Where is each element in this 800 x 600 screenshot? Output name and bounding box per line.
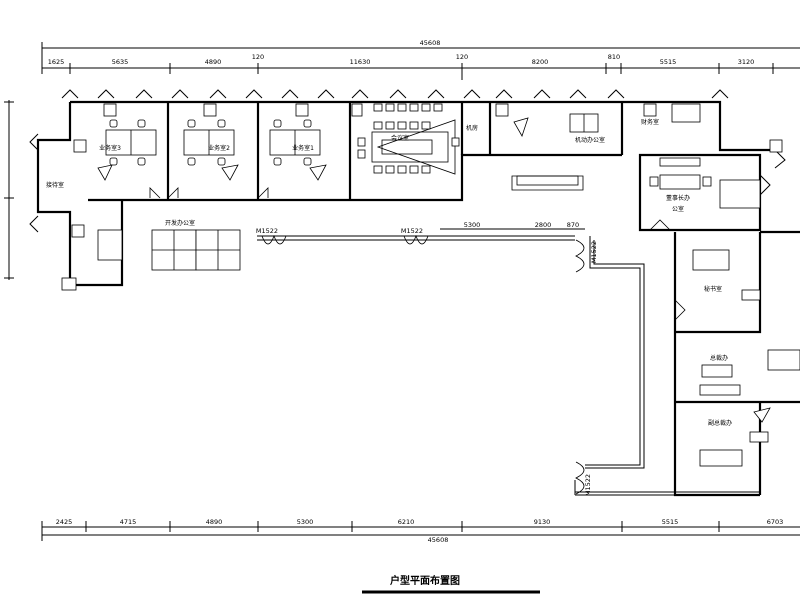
- room-label-meeting: 会议室: [391, 134, 409, 142]
- inner-dimension: 5300 2800 870: [440, 221, 585, 230]
- dim: 8200: [532, 58, 549, 66]
- dim: 9130: [534, 518, 551, 526]
- dim: 4890: [205, 58, 222, 66]
- window-bays: [29, 89, 786, 233]
- dim: 5635: [112, 58, 129, 66]
- columns: [61, 103, 783, 443]
- room-label-president: 总裁办: [710, 354, 728, 362]
- dim: 120: [252, 53, 264, 61]
- overall-dimension-bottom: 45608: [428, 536, 449, 544]
- dim: 5300: [464, 221, 481, 229]
- dim: 1625: [48, 58, 65, 66]
- dim: 3120: [738, 58, 755, 66]
- doors: [149, 187, 686, 495]
- dim: 11630: [350, 58, 371, 66]
- room-label-flex-office: 机动办公室: [575, 136, 605, 144]
- bottom-dimension-chain: 2425 4715 4890 5300 6210 9130 5515 6703 …: [41, 518, 800, 544]
- door-label: M1522: [584, 474, 592, 496]
- room-label-reception: 接待室: [46, 181, 64, 189]
- dim: 6210: [398, 518, 415, 526]
- room-label-chairman-2: 公室: [672, 205, 684, 213]
- room-label-business-3: 业务室3: [99, 144, 121, 152]
- room-label-dev-office: 开发办公室: [165, 219, 195, 227]
- dim: 810: [608, 53, 620, 61]
- room-label-business-1: 业务室1: [292, 144, 314, 152]
- walls: [36, 100, 800, 497]
- room-label-vice-president: 副总裁办: [708, 419, 732, 427]
- dim: 2800: [535, 221, 552, 229]
- dim: 870: [567, 221, 579, 229]
- dim: 4890: [206, 518, 223, 526]
- left-dimension-chain: [4, 100, 14, 280]
- dim: 5515: [662, 518, 679, 526]
- door-label: M1522: [256, 227, 278, 235]
- dim: 2425: [56, 518, 73, 526]
- furniture: [97, 103, 800, 467]
- room-label-secretary: 秘书室: [704, 285, 722, 293]
- room-label-chairman: 董事长办: [666, 194, 690, 202]
- dim: 5515: [660, 58, 677, 66]
- room-label-server: 机房: [466, 124, 478, 132]
- dim: 6703: [767, 518, 784, 526]
- drawing-title: 户型平面布置图: [389, 574, 460, 587]
- overall-dimension-top: 45608: [420, 39, 441, 47]
- dim: 120: [456, 53, 468, 61]
- dim: 5300: [297, 518, 314, 526]
- room-label-finance: 财务室: [641, 118, 659, 126]
- top-dimension-chain: 45608 1625 5635 4890 120 11630 120 8200 …: [41, 39, 800, 80]
- door-label: M1522: [590, 241, 598, 263]
- dim: 4715: [120, 518, 137, 526]
- door-label: M1522: [401, 227, 423, 235]
- room-label-business-2: 业务室2: [208, 144, 230, 152]
